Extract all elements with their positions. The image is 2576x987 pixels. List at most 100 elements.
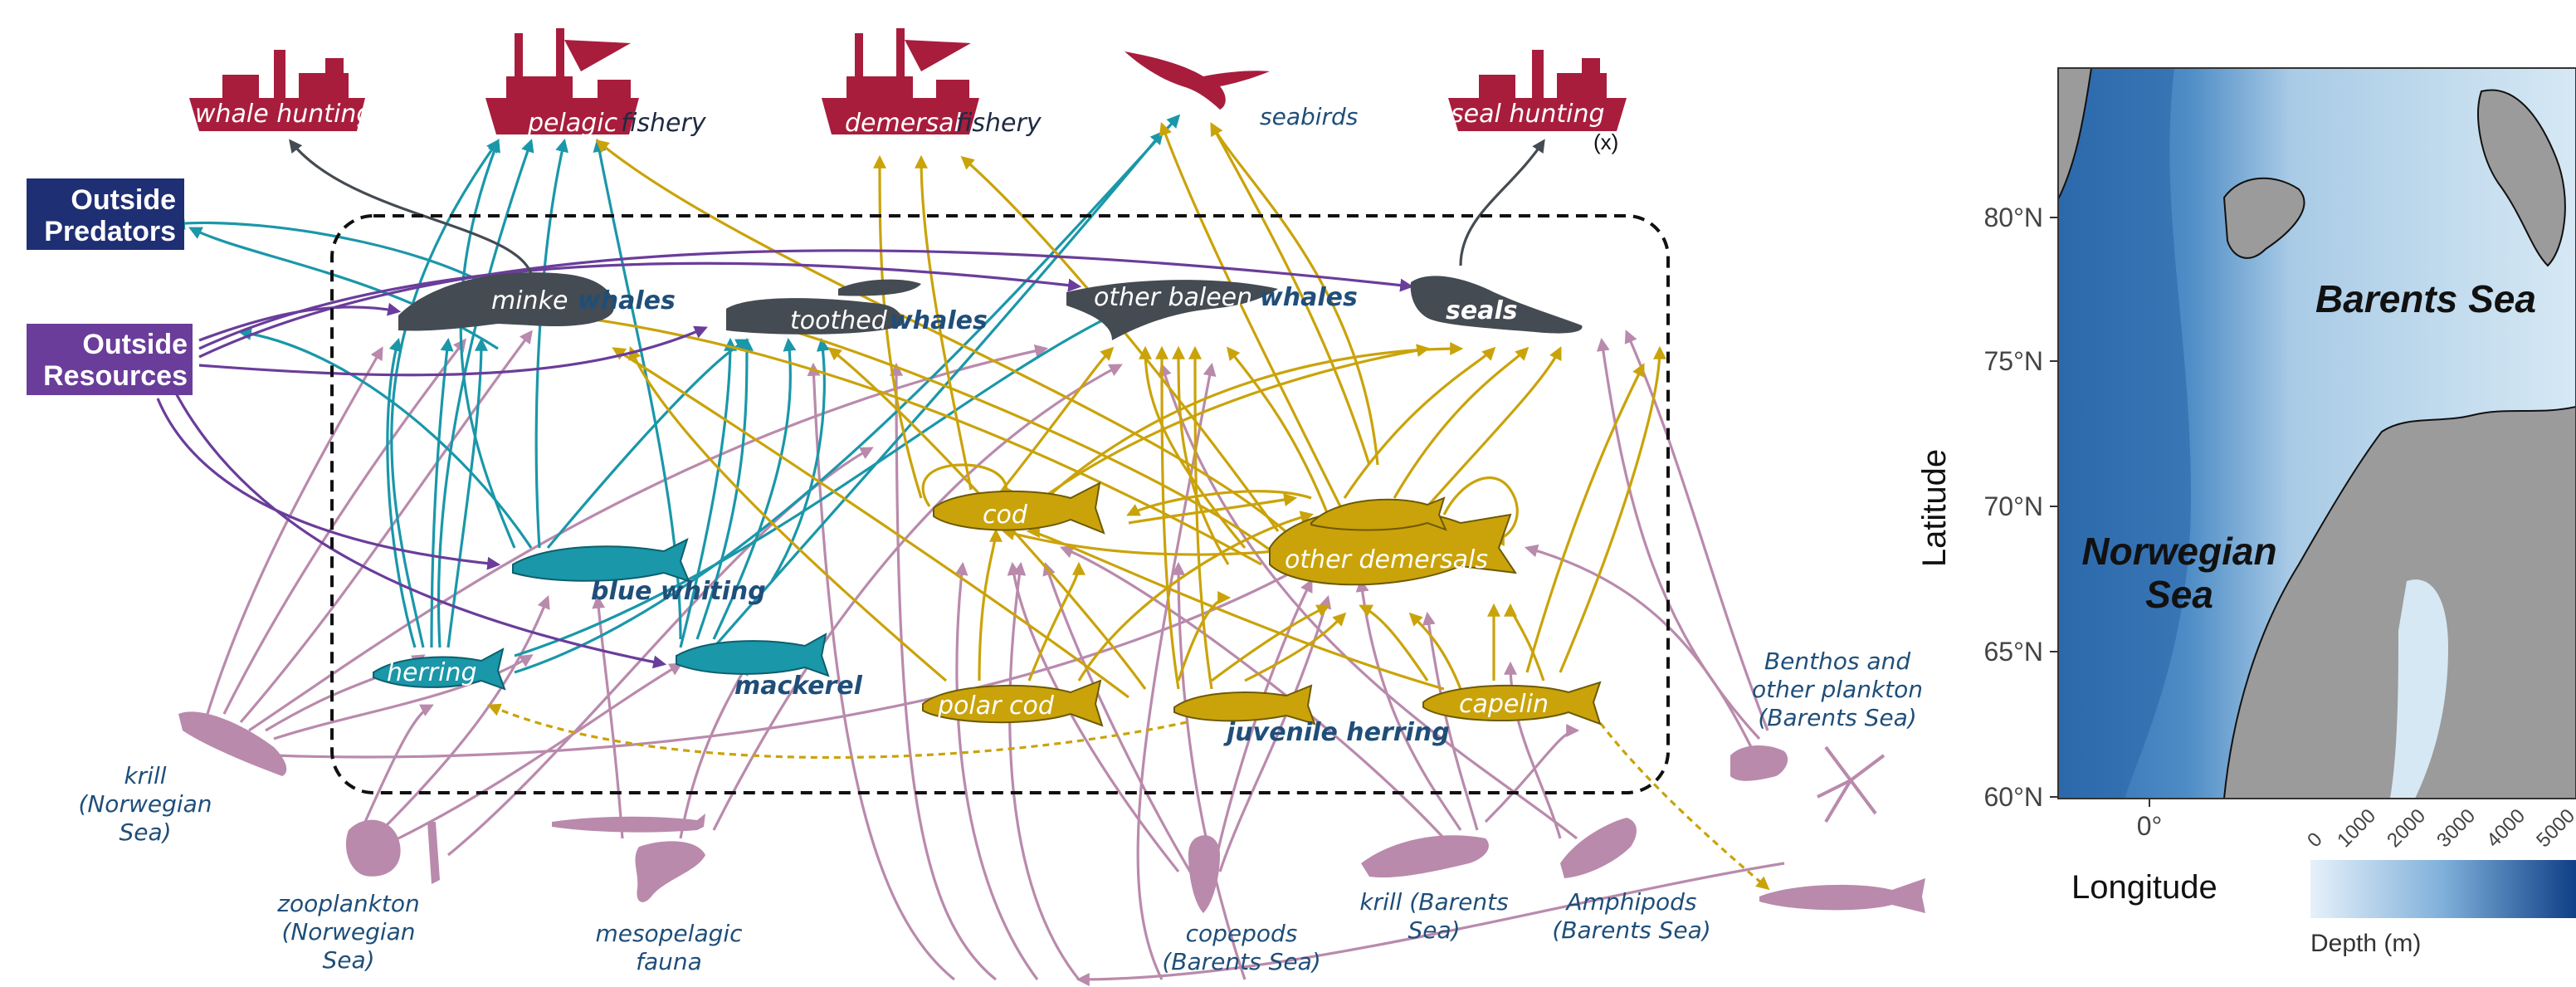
outside-resources-arrows: [156, 249, 1414, 669]
benthos-line2: other plankton: [1752, 676, 1923, 703]
novaya-zemlya-land: [2477, 89, 2566, 267]
seal-hunting-suffix: (x): [1593, 129, 1618, 154]
blue-whiting-label: blue whiting: [591, 577, 766, 606]
demersal-arrows: [561, 121, 1770, 891]
depth-tick-0: 0: [2303, 828, 2327, 853]
pelagic-arrows: [171, 114, 1181, 674]
map-ocean: [2058, 68, 2576, 799]
norwegian-sea-deep-basin: [2058, 68, 2191, 799]
zooplankton-icon: [345, 819, 401, 877]
pelagic-fishery-boat-icon: [485, 28, 639, 134]
amphipod-icon: [1560, 818, 1637, 878]
outside-predators-line2: Predators: [44, 216, 176, 247]
food-web-diagram: whale hunting pelagic fishery demersal f…: [27, 28, 1925, 986]
lon-tick-0: 0°: [2137, 811, 2163, 841]
pelagic-fishery-suffix: fishery: [621, 109, 707, 138]
barents-ecosystem-boundary: [330, 214, 1670, 794]
herring-icon: [373, 647, 506, 691]
plankton-arrows: [206, 330, 1785, 986]
toothed-whale-icon: [726, 298, 902, 335]
krill-norw-line3: Sea): [119, 818, 171, 846]
seabirds-label: seabirds: [1260, 103, 1358, 130]
krill-barents-icon: [1361, 835, 1489, 878]
krill-norw-line2: (Norwegian: [78, 790, 212, 818]
depth-tick-3000: 3000: [2432, 804, 2480, 852]
copepods-line1: copepods: [1186, 920, 1298, 947]
baleen-label: other baleen: [1094, 283, 1252, 312]
brittle-star-icon: [1817, 745, 1886, 823]
krill-norwegian-icon: [178, 711, 287, 776]
whale-hunting-label: whale hunting: [195, 100, 372, 129]
outside-resources-box: Outside Resources: [27, 324, 193, 395]
zooplankton-second-icon: [427, 822, 440, 884]
krill-barents-line1: krill (Barents: [1359, 888, 1508, 916]
minke-label: minke: [491, 286, 568, 315]
polar-cod-icon: [922, 679, 1104, 727]
krill-norw-line1: krill: [124, 762, 166, 789]
norwegian-sea-line1: Norwegian: [2081, 530, 2276, 573]
map-xlabel: Longitude: [2071, 869, 2217, 906]
polychaete-icon: [1730, 745, 1788, 781]
lat-tick-70: 70°N: [1984, 491, 2044, 521]
polar-cod-label: polar cod: [937, 691, 1055, 721]
mesopelagic-line1: mesopelagic: [595, 920, 743, 947]
capelin-icon: [1422, 681, 1602, 726]
minke-whale-icon: [398, 272, 614, 331]
benthos-line3: (Barents Sea): [1758, 704, 1916, 731]
benthic-fish-icon: [1759, 878, 1925, 913]
outside-predators-box: Outside Predators: [27, 178, 184, 250]
seal-hunting-label: seal hunting: [1451, 100, 1605, 129]
demersal-label: demersal: [845, 109, 962, 138]
depth-colorbar: [2310, 860, 2576, 918]
seabird-icon: [1125, 51, 1270, 110]
outside-resources-line1: Outside: [82, 329, 188, 360]
seal-hunting-boat-icon: [1448, 50, 1627, 131]
map-frame: [2057, 67, 2576, 799]
outside-predators-line1: Outside: [71, 184, 176, 216]
amphipods-line1: Amphipods: [1565, 888, 1697, 916]
depth-title: Depth (m): [2310, 930, 2421, 957]
predator-arrows: [289, 139, 1545, 275]
lat-tick-80: 80°N: [1984, 203, 2044, 232]
other-demersals-second-icon: [1310, 496, 1447, 531]
outside-resources-line2: Resources: [43, 360, 188, 392]
depth-tick-5000: 5000: [2532, 804, 2576, 852]
toothed-whale-small-icon: [838, 279, 921, 296]
lat-tick-75: 75°N: [1984, 346, 2044, 376]
zooplankton-line1: zooplankton: [276, 890, 420, 917]
baleen-whales-label: whales: [1260, 283, 1358, 312]
juvenile-herring-icon: [1173, 684, 1316, 726]
benthos-line1: Benthos and: [1764, 647, 1910, 675]
baleen-whale-icon: [1066, 280, 1278, 340]
pelagic-label: pelagic: [527, 109, 618, 138]
copepods-line2: (Barents Sea): [1162, 948, 1320, 975]
juvenile-herring-to-herring-arrow: [487, 703, 1188, 760]
norwegian-sea-line2: Sea: [2145, 573, 2213, 616]
demersal-fishery-boat-icon: [822, 28, 979, 134]
mackerel-label: mackerel: [734, 672, 863, 701]
seals-label: seals: [1446, 296, 1518, 325]
mackerel-icon: [676, 633, 830, 677]
depth-tick-2000: 2000: [2383, 804, 2430, 852]
scandinavia-land: [2222, 405, 2576, 799]
cod-label: cod: [983, 501, 1028, 530]
herring-label: herring: [387, 658, 477, 687]
svalbard-land: [2222, 177, 2305, 259]
amphipods-line2: (Barents Sea): [1552, 916, 1710, 944]
capelin-label: capelin: [1459, 690, 1549, 719]
juvenile-herring-label: juvenile herring: [1223, 718, 1450, 747]
greenland-edge-land: [2058, 68, 2093, 200]
lat-tick-60: 60°N: [1984, 782, 2044, 812]
seal-icon: [1410, 276, 1583, 334]
blue-whiting-icon: [512, 538, 690, 583]
depth-tick-1000: 1000: [2333, 804, 2380, 852]
depth-tick-4000: 4000: [2482, 804, 2530, 852]
other-demersals-label: other demersals: [1285, 545, 1488, 574]
baltic-sea-water: [2390, 579, 2448, 799]
toothed-whales-label: whales: [890, 306, 988, 335]
copepod-icon: [1188, 835, 1220, 913]
latitude-ticks: [2050, 217, 2150, 807]
krill-barents-line2: Sea): [1408, 916, 1460, 944]
zooplankton-line2: (Norwegian: [281, 918, 415, 945]
zooplankton-line3: Sea): [322, 946, 374, 974]
